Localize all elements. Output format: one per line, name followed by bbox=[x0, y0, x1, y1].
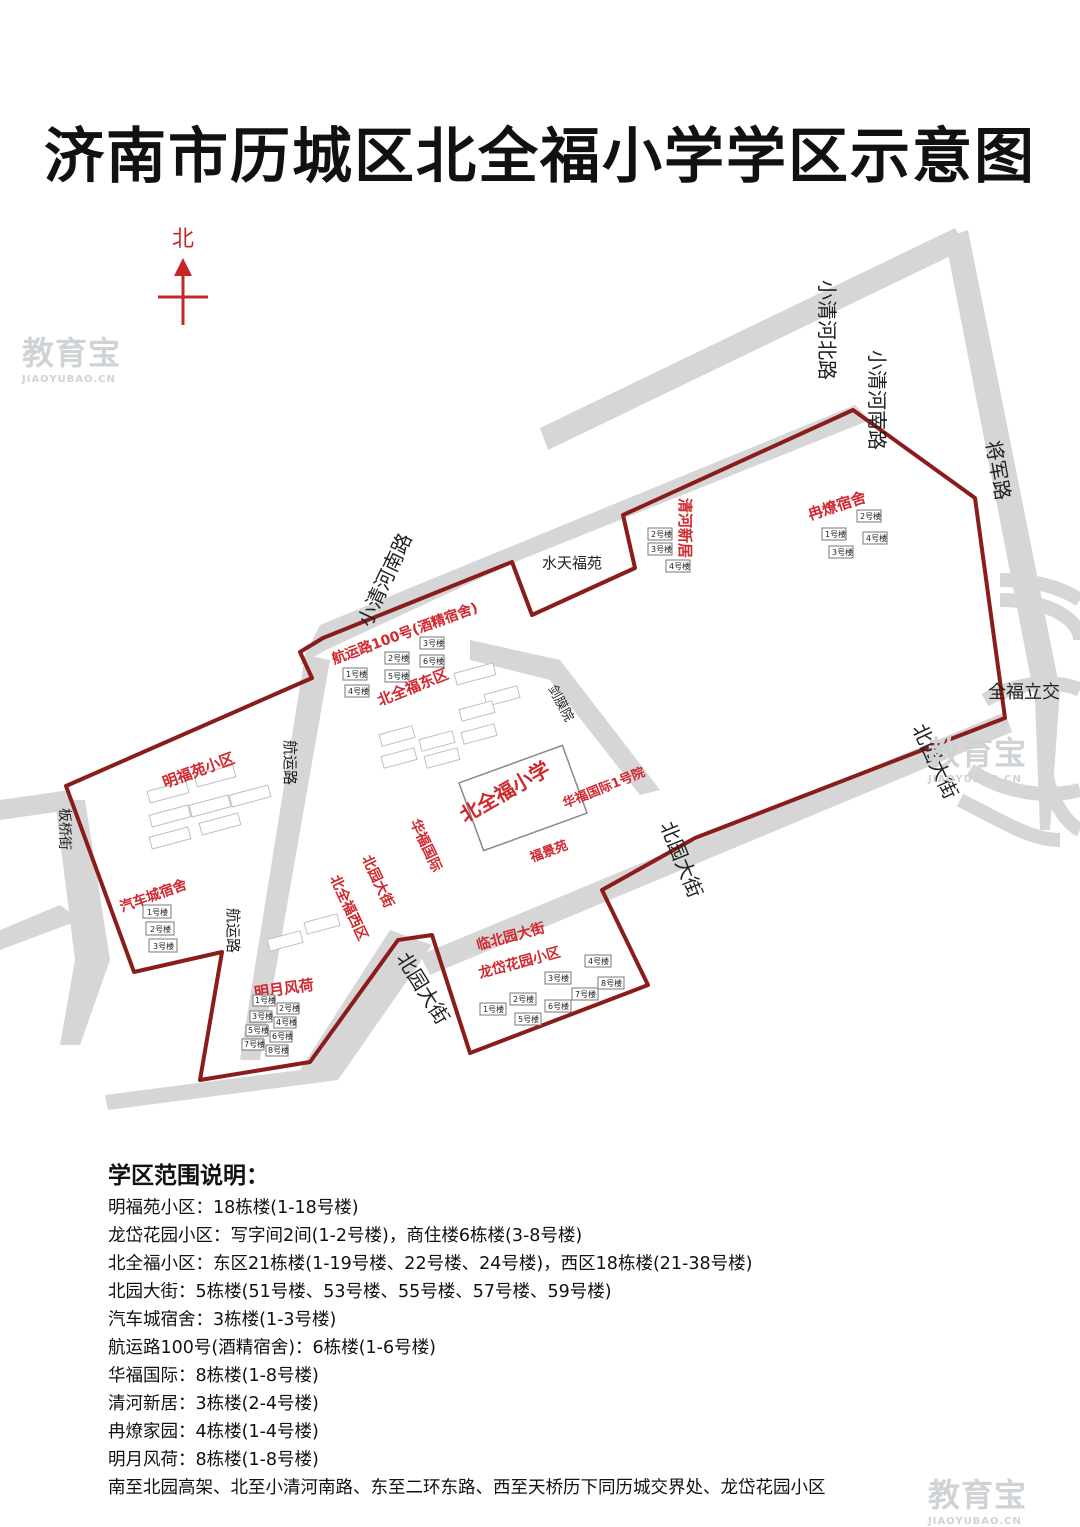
road-label-xiaoqinghe-bei: 小清河北路 bbox=[815, 280, 839, 380]
area-beiquanfu-west: 北全福西区 bbox=[326, 873, 371, 944]
longdai-building-5: 5号楼 bbox=[518, 1014, 539, 1024]
watermark-brand: 教育宝 bbox=[928, 734, 1028, 772]
qinghe-buildings: 2号楼 3号楼 4号楼 bbox=[647, 527, 691, 573]
watermark-url: JIAOYUBAO.CN bbox=[928, 774, 1022, 785]
description-line: 北全福小区：东区21栋楼(1-19号楼、22号楼、24号楼)，西区18栋楼(21… bbox=[108, 1254, 753, 1274]
area-fujingyuan: 福景苑 bbox=[527, 837, 570, 866]
road-xiaoqinghe-bei bbox=[540, 228, 967, 450]
hangyun100-building-1: 1号楼 bbox=[346, 669, 367, 679]
description-line: 龙岱花园小区：写字间2间(1-2号楼)，商住楼6栋楼(3-8号楼) bbox=[108, 1226, 583, 1246]
description-line: 航运路100号(酒精宿舍)：6栋楼(1-6号楼) bbox=[108, 1338, 436, 1358]
district-map: 北 小清河北路 小清河南路 小清河南路 将军路 全福立交 北园大街 北园大街 北… bbox=[0, 227, 1080, 1110]
qinghe-building-3: 4号楼 bbox=[669, 561, 690, 571]
longdai-building-7: 7号楼 bbox=[575, 989, 596, 999]
ranliao-building-2: 2号楼 bbox=[860, 511, 881, 521]
mingyue-building-5: 5号楼 bbox=[248, 1025, 269, 1035]
district-boundary bbox=[64, 408, 1007, 1082]
longdai-building-6: 6号楼 bbox=[548, 1001, 569, 1011]
map-title: 济南市历城区北全福小学学区示意图 bbox=[44, 122, 1036, 192]
watermark-url: JIAOYUBAO.CN bbox=[22, 374, 116, 385]
description-line: 华福国际：8栋楼(1-8号楼) bbox=[108, 1366, 319, 1386]
building-boxes: 2号楼 3号楼 4号楼 1号楼 2号楼 3号楼 4号楼 1号楼 2号楼 3号楼 … bbox=[142, 509, 888, 1057]
hangyun100-building-6: 6号楼 bbox=[423, 656, 444, 666]
road-label-hangyun-lower: 航运路 bbox=[224, 908, 242, 953]
road-xiaoqinghe-nan bbox=[300, 405, 870, 665]
description-line: 北园大街：5栋楼(51号楼、53号楼、55号楼、57号楼、59号楼) bbox=[108, 1282, 612, 1302]
hangyun100-building-4: 4号楼 bbox=[348, 686, 369, 696]
north-arrow: 北 bbox=[158, 227, 208, 325]
area-beiyuan-st: 北园大街 bbox=[358, 853, 397, 911]
road-jianmo bbox=[470, 640, 660, 795]
building-outlines bbox=[146, 662, 521, 952]
description-line: 汽车城宿舍：3栋楼(1-3号楼) bbox=[108, 1310, 337, 1330]
ranliao-buildings: 1号楼 2号楼 3号楼 4号楼 bbox=[821, 509, 888, 559]
hangyun100-building-2: 2号楼 bbox=[388, 653, 409, 663]
road-west-1 bbox=[0, 790, 70, 820]
longdai-building-3: 3号楼 bbox=[548, 973, 569, 983]
road-label-xiaoqinghe-nan-upper: 小清河南路 bbox=[865, 350, 889, 450]
area-qinghe: 清河新居 bbox=[676, 498, 694, 558]
hangyun100-building-5: 5号楼 bbox=[388, 671, 409, 681]
district-description: 学区范围说明： 明福苑小区：18栋楼(1-18号楼) 龙岱花园小区：写字间2间(… bbox=[108, 1156, 1008, 1502]
interchange bbox=[956, 573, 1080, 847]
longdai-building-8: 8号楼 bbox=[601, 978, 622, 988]
road-network bbox=[0, 228, 1060, 1110]
qiche-building-1: 1号楼 bbox=[147, 907, 168, 917]
mingyue-building-7: 7号楼 bbox=[244, 1039, 265, 1049]
ranliao-building-1: 1号楼 bbox=[825, 529, 846, 539]
qinghe-building-1: 2号楼 bbox=[651, 529, 672, 539]
mingyue-building-1: 1号楼 bbox=[255, 995, 276, 1005]
ranliao-building-3: 3号楼 bbox=[832, 547, 853, 557]
longdai-building-1: 1号楼 bbox=[483, 1004, 504, 1014]
school-block bbox=[458, 744, 588, 852]
ranliao-building-4: 4号楼 bbox=[866, 533, 887, 543]
watermark-bottom-right: 教育宝 JIAOYUBAO.CN bbox=[928, 1470, 1027, 1527]
mingyue-building-2: 2号楼 bbox=[279, 1003, 300, 1013]
description-line: 清河新居：3栋楼(2-4号楼) bbox=[108, 1394, 319, 1414]
hangyun100-buildings: 1号楼 2号楼 3号楼 4号楼 5号楼 6号楼 bbox=[342, 636, 445, 698]
mingyue-building-4: 4号楼 bbox=[276, 1017, 297, 1027]
hangyun100-building-3: 3号楼 bbox=[423, 638, 444, 648]
road-banqiao bbox=[55, 800, 110, 1045]
road-label-hangyun-upper: 航运路 bbox=[281, 740, 299, 785]
qiche-buildings: 1号楼 2号楼 3号楼 bbox=[142, 904, 178, 953]
watermark-url: JIAOYUBAO.CN bbox=[928, 1516, 1022, 1527]
watermark-brand: 教育宝 bbox=[22, 334, 122, 372]
longdai-building-2: 2号楼 bbox=[513, 994, 534, 1004]
road-label-banqiao: 板桥街 bbox=[56, 808, 72, 850]
longdai-building-4: 4号楼 bbox=[588, 956, 609, 966]
description-line: 冉燎家园：4栋楼(1-4号楼) bbox=[108, 1422, 319, 1442]
road-beiyuan-east bbox=[420, 712, 1012, 975]
north-label: 北 bbox=[172, 227, 194, 252]
road-hangyun bbox=[240, 655, 330, 1060]
watermark-brand: 教育宝 bbox=[928, 1476, 1028, 1514]
road-west-2 bbox=[0, 905, 80, 950]
mingyue-building-6: 6号楼 bbox=[272, 1031, 293, 1041]
mingyue-building-3: 3号楼 bbox=[252, 1011, 273, 1021]
longdai-buildings: 1号楼 2号楼 3号楼 4号楼 5号楼 6号楼 7号楼 8号楼 bbox=[479, 954, 625, 1026]
watermark-mid-right: 教育宝 JIAOYUBAO.CN bbox=[928, 728, 1027, 785]
road-beiyuan-south bbox=[105, 930, 432, 1110]
qinghe-building-2: 3号楼 bbox=[651, 544, 672, 554]
description-heading: 学区范围说明： bbox=[108, 1163, 269, 1189]
description-line: 明月风荷：8栋楼(1-8号楼) bbox=[108, 1450, 319, 1470]
mingyue-building-8: 8号楼 bbox=[268, 1045, 289, 1055]
area-huafu-intl: 华福国际 bbox=[406, 817, 445, 875]
road-label-quanfu: 全福立交 bbox=[988, 682, 1060, 703]
mingyue-buildings: 1号楼 2号楼 3号楼 4号楼 5号楼 6号楼 7号楼 8号楼 bbox=[241, 994, 300, 1057]
qiche-building-2: 2号楼 bbox=[150, 924, 171, 934]
area-shuitian: 水天福苑 bbox=[542, 554, 602, 572]
qiche-building-3: 3号楼 bbox=[153, 941, 174, 951]
watermark-top-left: 教育宝 JIAOYUBAO.CN bbox=[22, 328, 121, 385]
description-line: 明福苑小区：18栋楼(1-18号楼) bbox=[108, 1198, 359, 1218]
description-line: 南至北园高架、北至小清河南路、东至二环东路、西至天桥历下同历城交界处、龙岱花园小… bbox=[108, 1478, 826, 1498]
